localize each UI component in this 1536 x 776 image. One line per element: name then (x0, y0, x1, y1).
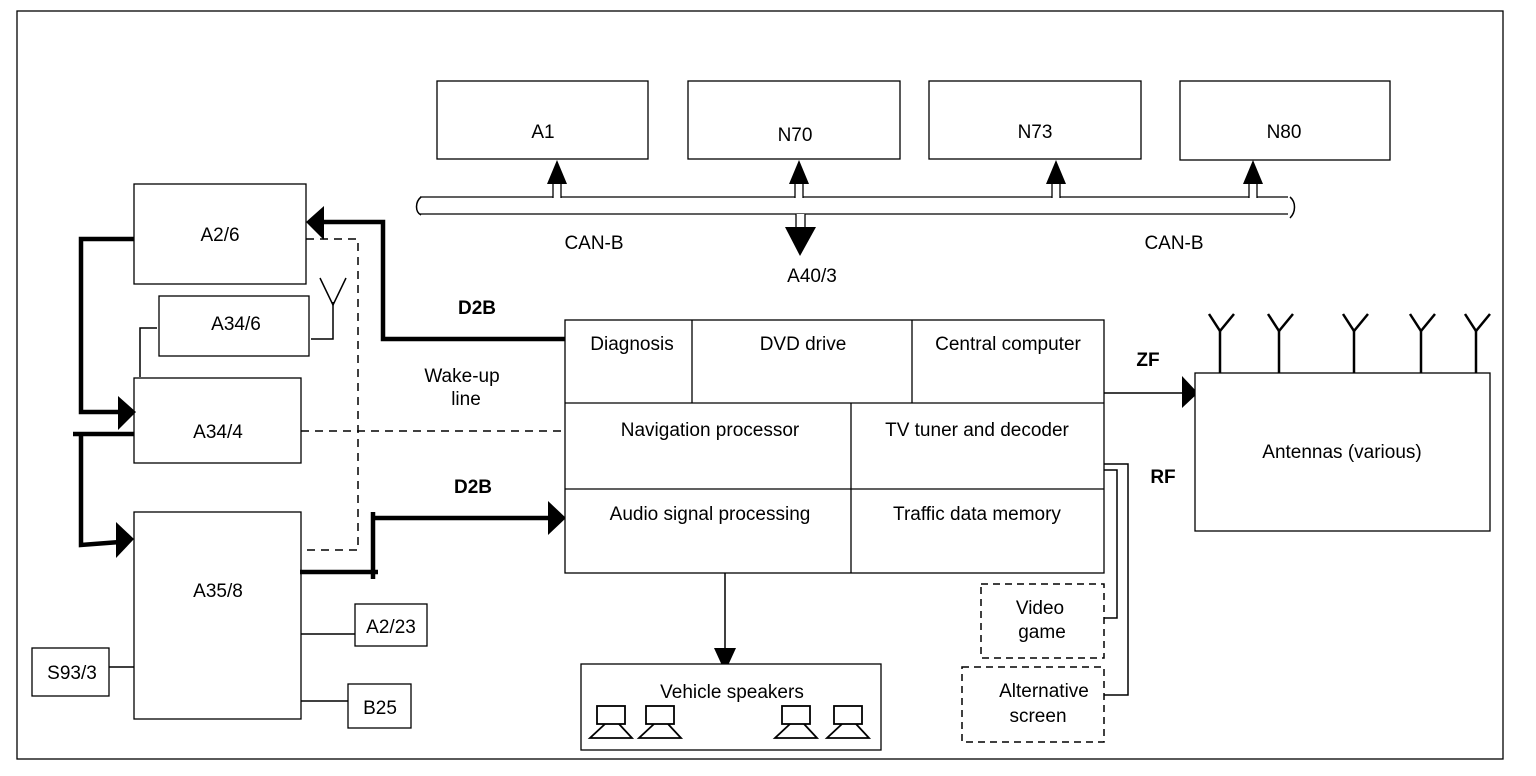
module-n80-label: N80 (1267, 122, 1302, 143)
a34-4-to-a35-8-line (78, 434, 121, 548)
central-unit: Diagnosis DVD drive Central computer Nav… (564, 319, 1105, 574)
wake-up-label-line2: line (451, 389, 481, 410)
cell-tv-tuner-decoder: TV tuner and decoder (885, 420, 1069, 441)
gateway-a40-3 (785, 214, 816, 256)
a34-6-antenna-line (311, 302, 334, 340)
bus-break-left-icon (415, 196, 422, 216)
rf-line-alternative-screen (1104, 463, 1129, 696)
module-n70-label: N70 (778, 125, 813, 146)
rf-connections (1104, 463, 1129, 696)
central-unit-frame[interactable] (564, 319, 1105, 574)
arrow-up-icon (789, 160, 809, 184)
module-a2-6[interactable] (133, 183, 307, 285)
arrow-left-icon (306, 206, 324, 240)
module-n80[interactable] (1179, 80, 1391, 161)
antenna-icon (1463, 313, 1491, 373)
arrow-up-icon (547, 160, 567, 184)
bus-stub-a1 (547, 160, 567, 198)
can-bus: A1 N70 N73 N80 (415, 80, 1391, 219)
wake-up-label-line1: Wake-up (424, 366, 499, 387)
module-a34-6-label: A34/6 (211, 314, 261, 335)
video-game-label-line1: Video (1016, 598, 1064, 619)
video-game-box[interactable] (980, 583, 1105, 659)
module-a1[interactable] (436, 80, 649, 160)
bus-stub-n80 (1243, 160, 1263, 198)
antennas-label: Antennas (various) (1262, 442, 1421, 463)
arrow-up-icon (1046, 160, 1066, 184)
module-s93-3[interactable] (31, 647, 110, 697)
zf-label: ZF (1136, 350, 1159, 371)
bus-stubs (547, 160, 1263, 198)
cell-dvd-drive: DVD drive (760, 334, 847, 355)
speaker-icon (636, 705, 684, 739)
optional-devices: Video game Alternative screen (961, 583, 1105, 743)
cell-central-computer: Central computer (935, 334, 1081, 355)
d2b-top-label: D2B (458, 298, 496, 319)
antenna-icon (1408, 313, 1436, 373)
arrow-right-icon (548, 501, 566, 535)
arrow-down-icon (785, 227, 816, 256)
rf-label: RF (1150, 467, 1175, 488)
can-b-label-right: CAN-B (1144, 233, 1203, 254)
vehicle-speakers-label: Vehicle speakers (660, 682, 804, 703)
alternative-screen-box[interactable] (961, 666, 1105, 743)
arrow-down-icon (714, 648, 736, 672)
can-b-label-left: CAN-B (564, 233, 623, 254)
module-n70[interactable] (687, 80, 901, 160)
module-n73[interactable] (928, 80, 1142, 160)
module-a2-23[interactable] (354, 603, 428, 647)
module-b25-label: B25 (363, 698, 397, 719)
arrow-right-icon (118, 396, 136, 430)
left-modules: A2/6 A34/6 A34/4 A35/8 A2/23 B25 S93/3 (31, 183, 428, 729)
antenna-icon (1207, 313, 1235, 373)
module-a35-8[interactable] (133, 511, 302, 720)
bus-break-right-icon (1289, 196, 1296, 219)
module-a34-4[interactable] (133, 377, 302, 464)
antennas-box[interactable] (1194, 372, 1491, 532)
antenna-icons (1207, 313, 1491, 373)
module-a2-23-label: A2/23 (366, 617, 416, 638)
module-a35-8-label: A35/8 (193, 581, 243, 602)
a2-6-to-a34-4-line (78, 236, 134, 415)
speakers-block: Vehicle speakers (580, 573, 882, 751)
arrow-up-icon (1243, 160, 1263, 184)
arrow-right-icon (116, 522, 134, 558)
speaker-icon (772, 705, 820, 739)
antenna-icon (1266, 313, 1294, 373)
alternative-screen-label-line1: Alternative (999, 681, 1089, 702)
bus-stub-n73 (1046, 160, 1066, 198)
alternative-screen-label-line2: screen (1009, 706, 1066, 727)
bus-stub-n70 (789, 160, 809, 198)
gateway-a40-3-label: A40/3 (787, 266, 837, 287)
video-game-label-line2: game (1018, 622, 1066, 643)
speaker-icon (587, 705, 635, 739)
module-a34-4-label: A34/4 (193, 422, 243, 443)
module-a2-6-label: A2/6 (200, 225, 239, 246)
speaker-icons (587, 705, 872, 739)
cell-traffic-data-memory: Traffic data memory (893, 504, 1061, 525)
wake-up-line-a2-6-a35-8 (301, 238, 359, 551)
speaker-icon (824, 705, 872, 739)
module-a34-6[interactable] (158, 295, 310, 357)
module-b25[interactable] (347, 683, 412, 729)
antenna-icon (319, 277, 347, 307)
cell-audio-signal-processing: Audio signal processing (610, 504, 811, 525)
module-s93-3-label: S93/3 (47, 663, 97, 684)
rf-line-video-game (1104, 469, 1118, 619)
a34-6-to-a34-4-line (139, 327, 157, 377)
antennas-block: Antennas (various) (1104, 313, 1491, 532)
cell-navigation-processor: Navigation processor (621, 420, 800, 441)
cell-diagnosis: Diagnosis (590, 334, 673, 355)
module-n73-label: N73 (1018, 122, 1053, 143)
left-connections (73, 206, 566, 702)
arrow-right-icon (1182, 376, 1198, 408)
d2b-top-line (320, 219, 565, 342)
outer-frame (16, 10, 1504, 760)
antenna-icon (1341, 313, 1369, 373)
module-a1-label: A1 (531, 122, 554, 143)
d2b-bottom-label: D2B (454, 477, 492, 498)
